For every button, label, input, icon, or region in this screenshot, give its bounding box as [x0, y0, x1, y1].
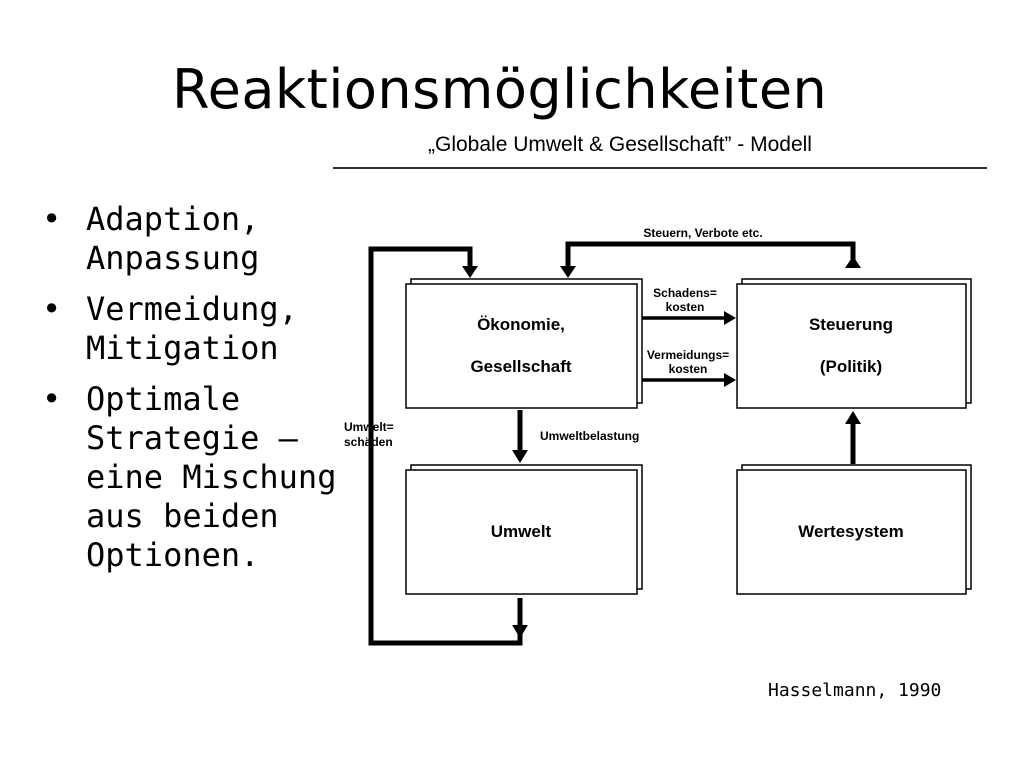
label-steuern-verbote: Steuern, Verbote etc. — [643, 226, 762, 240]
label-umweltbelastung: Umweltbelastung — [540, 429, 639, 443]
arrow-wertesystem-steuerung — [845, 411, 861, 464]
arrow-vermeidungskosten — [642, 373, 736, 387]
bullet-text: eine Mischung — [86, 458, 337, 496]
label-schadenskosten-1: Schadens= — [653, 286, 717, 300]
box-steuerung-line2: (Politik) — [820, 357, 882, 376]
bullet-dot-icon: • — [42, 290, 62, 328]
slide-title: Reaktionsmöglichkeiten — [172, 58, 828, 121]
bullet-list: • Adaption, Anpassung • Vermeidung, Miti… — [40, 200, 350, 587]
arrow-umweltbelastung — [512, 410, 528, 463]
bullet-text: Strategie – — [86, 419, 298, 457]
label-schadenskosten-2: kosten — [666, 300, 705, 314]
divider-line — [333, 167, 987, 169]
label-umweltschaeden-1: Umwelt= — [344, 420, 394, 434]
citation: Hasselmann, 1990 — [768, 680, 942, 701]
bullet-dot-icon: • — [42, 380, 62, 418]
arrow-schadenskosten — [642, 311, 736, 325]
bullet-text: Anpassung — [86, 239, 260, 277]
bullet-item-adaption: • Adaption, Anpassung — [40, 200, 350, 278]
box-oekonomie: Ökonomie, Gesellschaft — [405, 278, 643, 409]
bullet-dot-icon: • — [42, 200, 62, 238]
box-oekonomie-line1: Ökonomie, — [477, 315, 565, 334]
arrow-steuern-verbote — [560, 241, 861, 278]
box-wertesystem: Wertesystem — [736, 464, 972, 595]
bullet-text: Adaption, — [86, 200, 260, 238]
diagram-subtitle: „Globale Umwelt & Gesellschaft” - Modell — [428, 133, 812, 156]
box-steuerung: Steuerung (Politik) — [736, 278, 972, 409]
box-umwelt: Umwelt — [405, 464, 643, 595]
bullet-text: Optimale — [86, 380, 241, 418]
box-steuerung-line1: Steuerung — [809, 315, 893, 334]
label-vermeidungskosten-1: Vermeidungs= — [647, 348, 729, 362]
bullet-text: Optionen. — [86, 536, 260, 574]
bullet-text: Mitigation — [86, 329, 279, 367]
box-umwelt-line1: Umwelt — [491, 522, 552, 541]
box-wertesystem-line1: Wertesystem — [798, 522, 904, 541]
bullet-item-vermeidung: • Vermeidung, Mitigation — [40, 290, 350, 368]
arrow-umweltschaeden-loop — [368, 246, 528, 646]
box-oekonomie-line2: Gesellschaft — [470, 357, 571, 376]
bullet-item-optimale-strategie: • Optimale Strategie – eine Mischung aus… — [40, 380, 350, 575]
label-vermeidungskosten-2: kosten — [669, 362, 708, 376]
bullet-text: aus beiden — [86, 497, 279, 535]
label-umweltschaeden-2: schäden — [344, 435, 393, 449]
bullet-text: Vermeidung, — [86, 290, 298, 328]
